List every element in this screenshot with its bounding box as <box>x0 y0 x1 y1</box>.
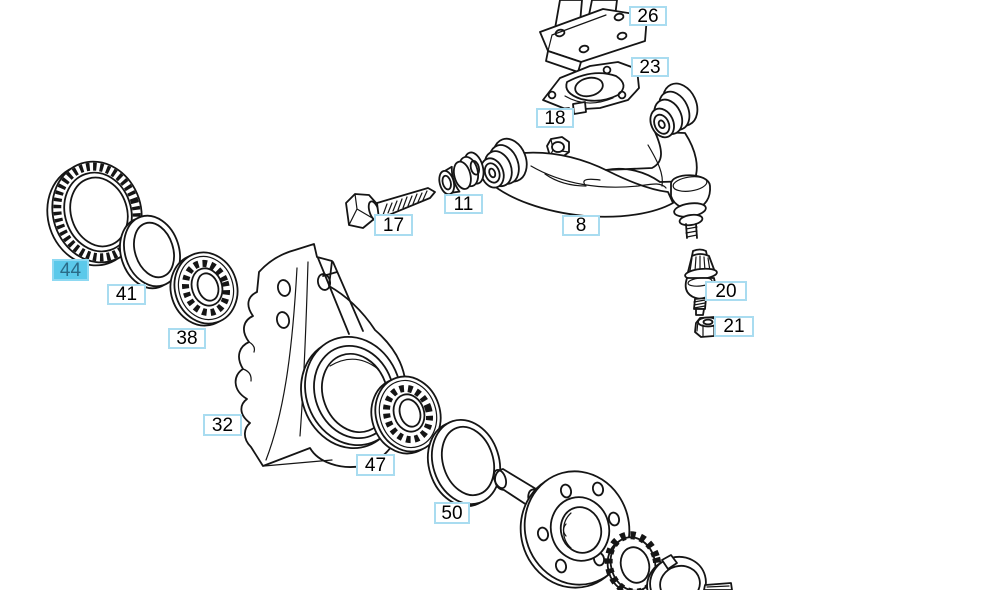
bushing-11-drawing <box>438 151 485 196</box>
part-label-20[interactable]: 20 <box>705 281 747 301</box>
abs-ring-44-drawing <box>46 160 143 267</box>
wheel-hub-drawing <box>492 468 631 589</box>
part-label-44[interactable]: 44 <box>52 259 89 281</box>
lock-washer-drawing <box>604 531 662 590</box>
part-label-8[interactable]: 8 <box>562 215 600 236</box>
cut-off-part-fragment <box>703 582 733 590</box>
part-label-47[interactable]: 47 <box>356 454 395 476</box>
part-label-18[interactable]: 18 <box>536 108 574 128</box>
keyed-washer-drawing <box>646 554 707 590</box>
upper-control-arm-8-drawing <box>479 82 711 239</box>
clamp-bracket-23-drawing <box>542 61 640 119</box>
part-label-50[interactable]: 50 <box>434 502 470 524</box>
part-label-11[interactable]: 11 <box>444 194 483 214</box>
bearing-47-drawing <box>370 375 442 455</box>
mounting-plate-26-drawing <box>539 0 648 73</box>
part-label-17[interactable]: 17 <box>374 214 413 236</box>
part-label-32[interactable]: 32 <box>203 414 242 436</box>
part-label-41[interactable]: 41 <box>107 284 146 305</box>
part-label-23[interactable]: 23 <box>631 57 669 77</box>
seal-ring-50-drawing <box>427 418 501 508</box>
nut-18-drawing <box>546 136 570 159</box>
part-label-26[interactable]: 26 <box>629 6 667 26</box>
part-label-38[interactable]: 38 <box>168 328 206 349</box>
seal-ring-41-drawing <box>119 214 181 290</box>
bearing-38-drawing <box>169 251 239 327</box>
part-label-21[interactable]: 21 <box>714 316 754 337</box>
